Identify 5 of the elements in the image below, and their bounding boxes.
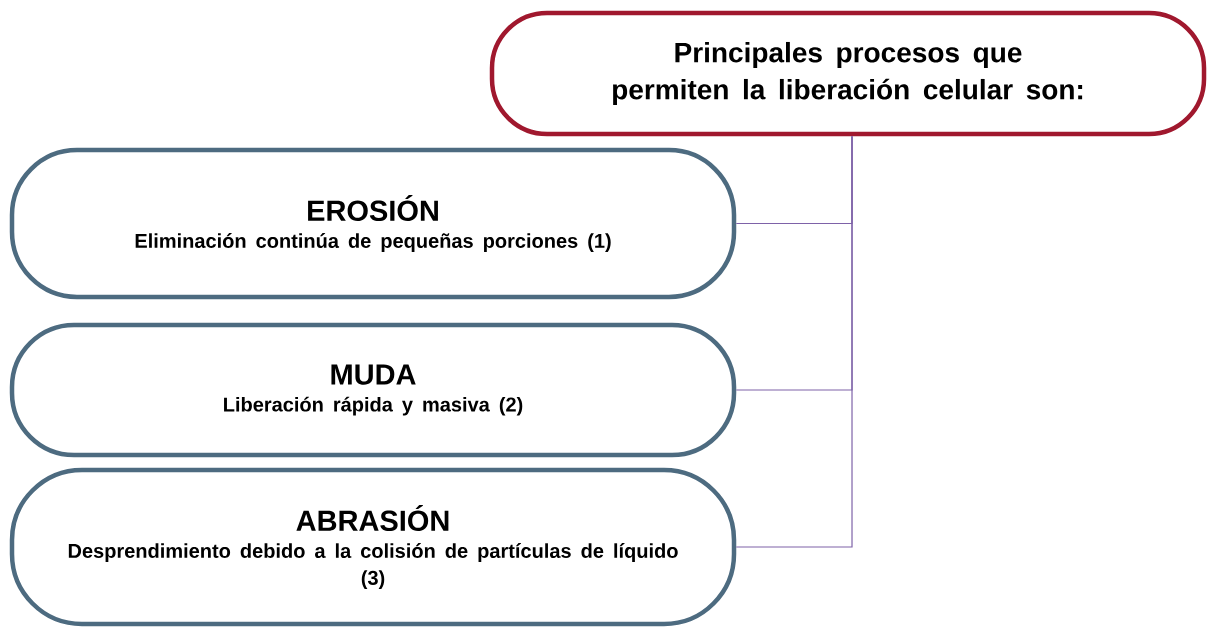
process-box: ABRASIÓN Desprendimiento debido a la colisión de partículas de líquido (3) [9,467,737,627]
title-box: Principales procesos que permiten la liberación celular son: [489,10,1207,137]
process-box: MUDA Liberación rápida y masiva (2) [9,322,737,458]
process-box: EROSIÓN Eliminación continúa de pequeñas porciones (1) [9,147,737,300]
connector-line [735,135,853,548]
